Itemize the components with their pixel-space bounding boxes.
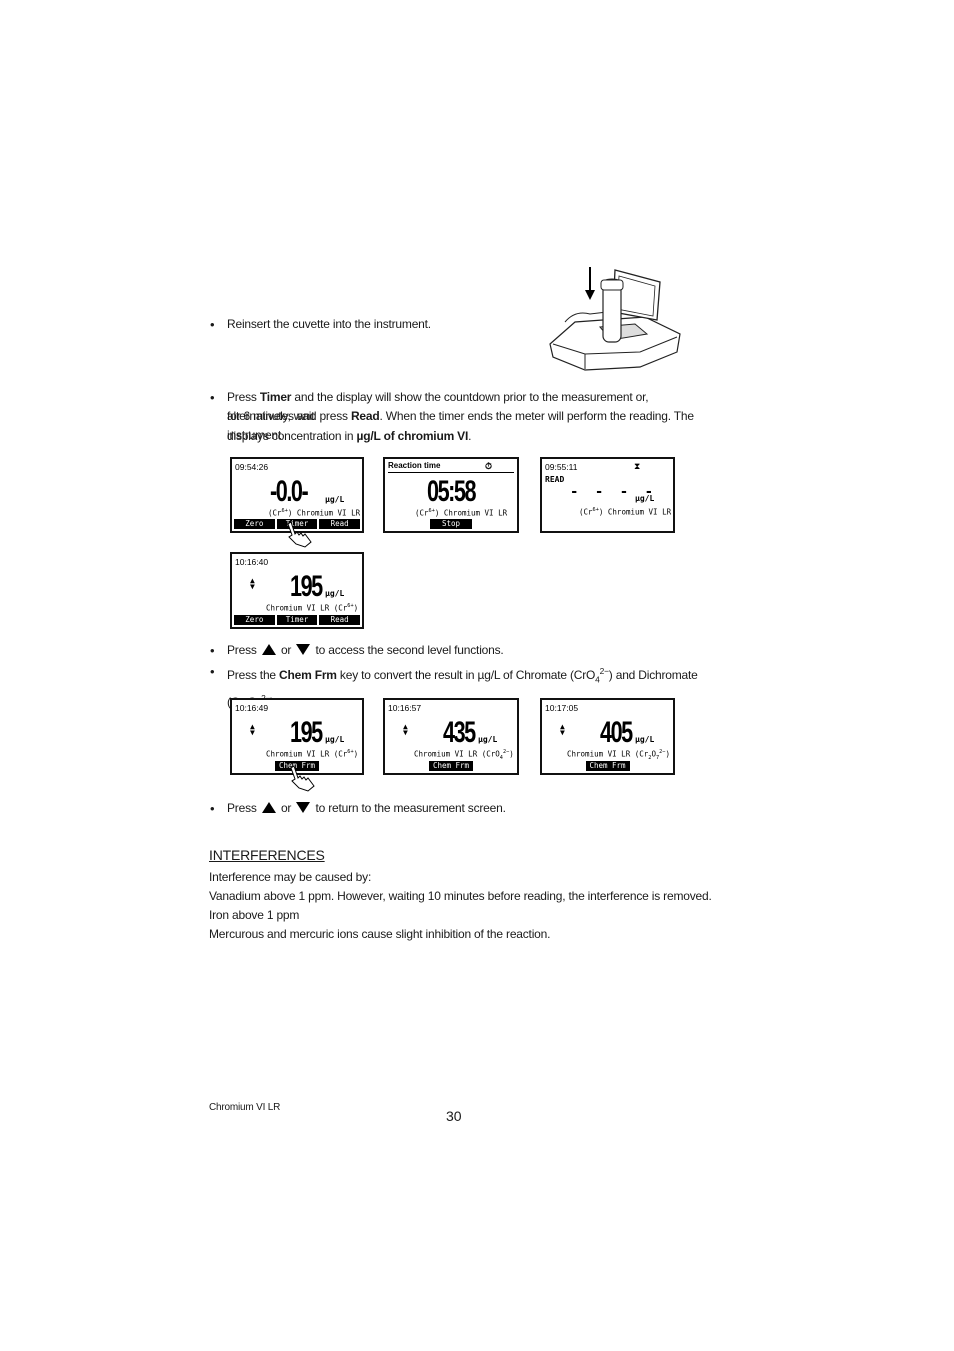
screen-unit: µg/L [635,494,655,503]
cuvette-insertion-illustration [549,267,681,371]
interference-line: Interference may be caused by: [209,870,372,884]
hourglass-icon: ⧗ [634,462,641,472]
interference-line: Vanadium above 1 ppm. However, waiting 1… [209,889,712,903]
screen-chem-label: Chromium VI LR (Cr2O72−) [567,749,670,761]
lcd-screen-reaction-time: Reaction time ⏱ 05:58 (Cr6+) Chromium VI… [383,457,519,533]
screen-time: 09:55:11 [545,462,578,472]
pointing-hand-icon [290,765,315,792]
screen-unit: µg/L [325,495,345,504]
screen-value: 435 [443,716,476,749]
down-arrow-icon [296,644,311,655]
screen-time: 10:16:40 [235,557,269,567]
screen-chem-label: Chromium VI LR (CrO42−) [414,749,514,761]
softkey-chem-frm[interactable]: Chem Frm [275,761,319,771]
softkey-zero[interactable]: Zero [234,519,275,529]
softkey-read[interactable]: Read [319,615,361,625]
step-second-level-text: Press or to access the second level func… [227,643,504,657]
bullet: • [210,390,215,405]
interference-line: Mercurous and mercuric ions cause slight… [209,927,551,941]
screen-unit: µg/L [325,589,345,598]
screen-value: 405 [600,716,633,749]
interferences-heading: INTERFERENCES [209,847,325,863]
bullet: • [210,643,215,658]
lcd-screen-dichromate: 10:17:05 ▲▼ 405 µg/L Chromium VI LR (Cr2… [540,698,675,775]
down-arrow-icon [296,802,311,813]
lcd-screen-result: 10:16:40 ▲▼ 195 µg/L Chromium VI LR (Cr6… [230,552,364,629]
footer-section-name: Chromium VI LR [209,1102,281,1113]
up-arrow-icon [261,644,276,655]
stopwatch-icon: ⏱ [485,461,493,471]
softkey-bar: Chem Frm [387,761,515,771]
softkey-bar: Zero Timer Read [234,615,361,625]
step-reinsert-text: Reinsert the cuvette into the instrument… [227,317,431,331]
softkey-bar: Zero Timer Read [234,519,361,529]
screen-value: 195 [290,716,323,749]
screen-value: 195 [290,570,323,603]
screen-chem-label: (Cr6+) Chromium VI LR [268,508,361,518]
screen-chem-label: Chromium VI LR (Cr6+) [266,603,359,613]
bullet: • [210,317,215,332]
screen-header: Reaction time ⏱ [388,461,514,473]
bullet: • [210,664,215,679]
screen-chem-label: Chromium VI LR (Cr6+) [266,749,359,759]
softkey-bar: Chem Frm [234,761,360,771]
up-down-arrows-icon: ▲▼ [250,722,255,737]
screen-time: 10:16:57 [388,703,422,713]
softkey-read[interactable]: Read [319,519,361,529]
up-down-arrows-icon: ▲▼ [250,576,255,591]
interference-line: Iron above 1 ppm [209,908,300,922]
softkey-zero[interactable]: Zero [234,615,275,625]
screen-status: READ [545,475,565,484]
screen-value: 05:58 [427,475,476,508]
screen-chem-label: (Cr6+) Chromium VI LR [415,508,508,518]
softkey-chem-frm[interactable]: Chem Frm [429,761,473,771]
up-arrow-icon [261,802,276,813]
step-timer-line2: for 6 minutes and press Read. When the t… [227,409,694,442]
screen-value: -0.0- [270,475,309,508]
softkey-chem-frm[interactable]: Chem Frm [585,761,630,771]
page-number: 30 [446,1108,462,1124]
softkey-bar: Stop [387,519,515,529]
screen-unit: µg/L [635,735,655,744]
step-timer-line1: Press Timer and the display will show th… [227,390,649,423]
screen-time: 09:54:26 [235,462,269,472]
step-return-text: Press or to return to the measurement sc… [227,801,506,815]
up-down-arrows-icon: ▲▼ [560,722,565,737]
softkey-timer[interactable]: Timer [276,519,318,529]
screen-time: 10:16:49 [235,703,269,713]
step-timer-line3: displays concentration in µg/L of chromi… [227,429,472,443]
screen-chem-label: (Cr6+) Chromium VI LR [579,507,672,517]
screen-unit: µg/L [325,735,345,744]
softkey-bar: Chem Frm [544,761,671,771]
softkey-timer[interactable]: Timer [276,615,318,625]
screen-value: - - - - [570,484,658,500]
bullet: • [210,801,215,816]
lcd-screen-reading: 09:55:11 ⧗ READ - - - - µg/L (Cr6+) Chro… [540,457,675,533]
lcd-screen-zero: 09:54:26 -0.0- µg/L (Cr6+) Chromium VI L… [230,457,364,533]
lcd-screen-chromate: 10:16:57 ▲▼ 435 µg/L Chromium VI LR (CrO… [383,698,519,775]
screen-time: 10:17:05 [545,703,579,713]
softkey-stop[interactable]: Stop [430,519,472,529]
pointing-hand-icon [287,521,312,548]
screen-unit: µg/L [478,735,498,744]
up-down-arrows-icon: ▲▼ [403,722,408,737]
